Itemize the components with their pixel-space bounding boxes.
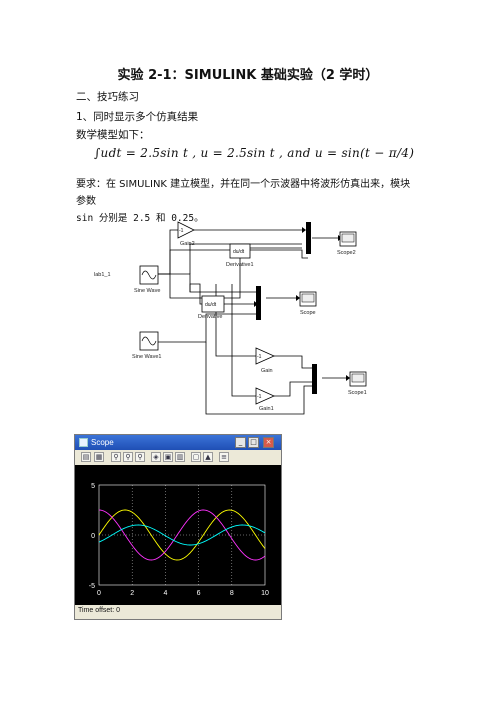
time-offset: Time offset: 0 bbox=[78, 607, 120, 614]
restore-icon[interactable]: ▥ bbox=[175, 452, 185, 462]
zoom-y-icon[interactable]: ⚲ bbox=[135, 452, 145, 462]
gain2-block[interactable] bbox=[177, 221, 195, 239]
scope-label: Scope bbox=[300, 310, 316, 316]
series-line-3 bbox=[98, 524, 266, 546]
y-tick-label: -5 bbox=[89, 583, 95, 590]
svg-text:-1: -1 bbox=[257, 354, 262, 360]
zoom-icon[interactable]: ⚲ bbox=[111, 452, 121, 462]
y-tick-label: 5 bbox=[91, 483, 95, 490]
scope-titlebar[interactable]: Scope _ □ × bbox=[75, 435, 281, 450]
x-tick-label: 0 bbox=[97, 590, 101, 597]
derivative-label: Derivative bbox=[198, 314, 222, 320]
model-name: lab1_1 bbox=[94, 272, 111, 278]
section-heading: 二、技巧练习 bbox=[76, 91, 139, 103]
derivative-block[interactable] bbox=[201, 295, 225, 313]
requirement-line-2: sin 分别是 2.5 和 0.25。 bbox=[76, 213, 204, 224]
signal-select-icon[interactable]: ≡ bbox=[219, 452, 229, 462]
svg-text:-1: -1 bbox=[257, 394, 262, 400]
x-tick-label: 2 bbox=[130, 590, 134, 597]
mux-middle bbox=[256, 286, 261, 320]
gain2-label: Gain2 bbox=[180, 241, 195, 247]
math-formula: ∫udt = 2.5sin t , u = 2.5sin t , and u =… bbox=[94, 146, 415, 160]
requirement-line-1: 要求：在 SIMULINK 建立模型，并在同一个示波器中将波形仿真出来，模块参数 bbox=[76, 179, 411, 207]
scope2-label: Scope2 bbox=[337, 250, 356, 256]
y-tick-label: 0 bbox=[91, 533, 95, 540]
minimize-button[interactable]: _ bbox=[235, 437, 246, 448]
wire bbox=[169, 249, 230, 274]
item-heading: 1、同时显示多个仿真结果 bbox=[76, 111, 199, 123]
wire bbox=[158, 313, 256, 343]
save-axes-icon[interactable]: ▣ bbox=[163, 452, 173, 462]
sine-wave-label: Sine Wave bbox=[134, 288, 160, 294]
wire bbox=[205, 342, 312, 415]
autoscale-icon[interactable]: ◈ bbox=[151, 452, 161, 462]
wire bbox=[274, 381, 312, 397]
wire bbox=[250, 249, 308, 259]
svg-text:du/dt: du/dt bbox=[233, 249, 245, 255]
x-tick-label: 4 bbox=[163, 590, 167, 597]
time-offset-value: 0 bbox=[116, 607, 121, 614]
wire bbox=[231, 284, 256, 397]
mux-bottom bbox=[312, 364, 317, 394]
simulink-diagram: lab1_1 -1 Gain2 du/dt Derivative1 Scope2… bbox=[94, 221, 367, 415]
wire bbox=[158, 229, 178, 275]
scope1-label: Scope1 bbox=[348, 390, 367, 396]
print-icon[interactable]: ▤ bbox=[81, 452, 91, 462]
mux-top bbox=[306, 222, 311, 254]
page-title: 实验 2-1：SIMULINK 基础实验（2 学时） bbox=[117, 68, 379, 83]
zoom-x-icon[interactable]: ⚲ bbox=[123, 452, 133, 462]
gain1-block[interactable] bbox=[255, 387, 275, 405]
scope-toolbar: ▤ ▦ ⚲ ⚲ ⚲ ◈ ▣ ▥ ▢ ▲ ≡ bbox=[77, 451, 279, 465]
svg-text:-1: -1 bbox=[179, 228, 184, 234]
scope-window[interactable]: Scope _ □ × ▤ ▦ ⚲ ⚲ ⚲ ◈ ▣ ▥ ▢ ▲ ≡ 0 2 4 6 8 1… bbox=[74, 434, 282, 620]
derivative1-label: Derivative1 bbox=[226, 262, 254, 268]
wire bbox=[158, 273, 256, 293]
wire bbox=[215, 284, 256, 357]
wire bbox=[189, 243, 302, 274]
wire bbox=[189, 283, 202, 305]
sine-wave1-label: Sine Wave1 bbox=[132, 354, 161, 360]
series-line-1 bbox=[98, 509, 266, 561]
requirement-text: 要求：在 SIMULINK 建立模型，并在同一个示波器中将波形仿真出来，模块参数… bbox=[76, 176, 420, 227]
scope-window-title: Scope bbox=[91, 438, 114, 447]
params-icon[interactable]: ▦ bbox=[94, 452, 104, 462]
series-layer bbox=[98, 509, 266, 561]
lock-icon[interactable]: ▲ bbox=[203, 452, 213, 462]
close-button[interactable]: × bbox=[263, 437, 274, 448]
time-offset-label: Time offset: bbox=[78, 607, 115, 614]
gain-block[interactable] bbox=[255, 347, 275, 365]
maximize-button[interactable]: □ bbox=[248, 437, 259, 448]
x-tick-label: 6 bbox=[197, 590, 201, 597]
floating-scope-icon[interactable]: ▢ bbox=[191, 452, 201, 462]
svg-text:du/dt: du/dt bbox=[205, 302, 217, 308]
model-label: 数学模型如下： bbox=[76, 129, 150, 141]
x-tick-label: 8 bbox=[230, 590, 234, 597]
gain-label: Gain bbox=[261, 368, 273, 374]
grid-layer bbox=[99, 485, 265, 585]
wire bbox=[274, 355, 312, 369]
series-line-2 bbox=[98, 509, 266, 561]
x-tick-label: 10 bbox=[261, 590, 269, 597]
scope-app-icon bbox=[79, 438, 88, 447]
gain1-label: Gain1 bbox=[259, 406, 274, 412]
derivative1-block[interactable] bbox=[229, 243, 251, 259]
